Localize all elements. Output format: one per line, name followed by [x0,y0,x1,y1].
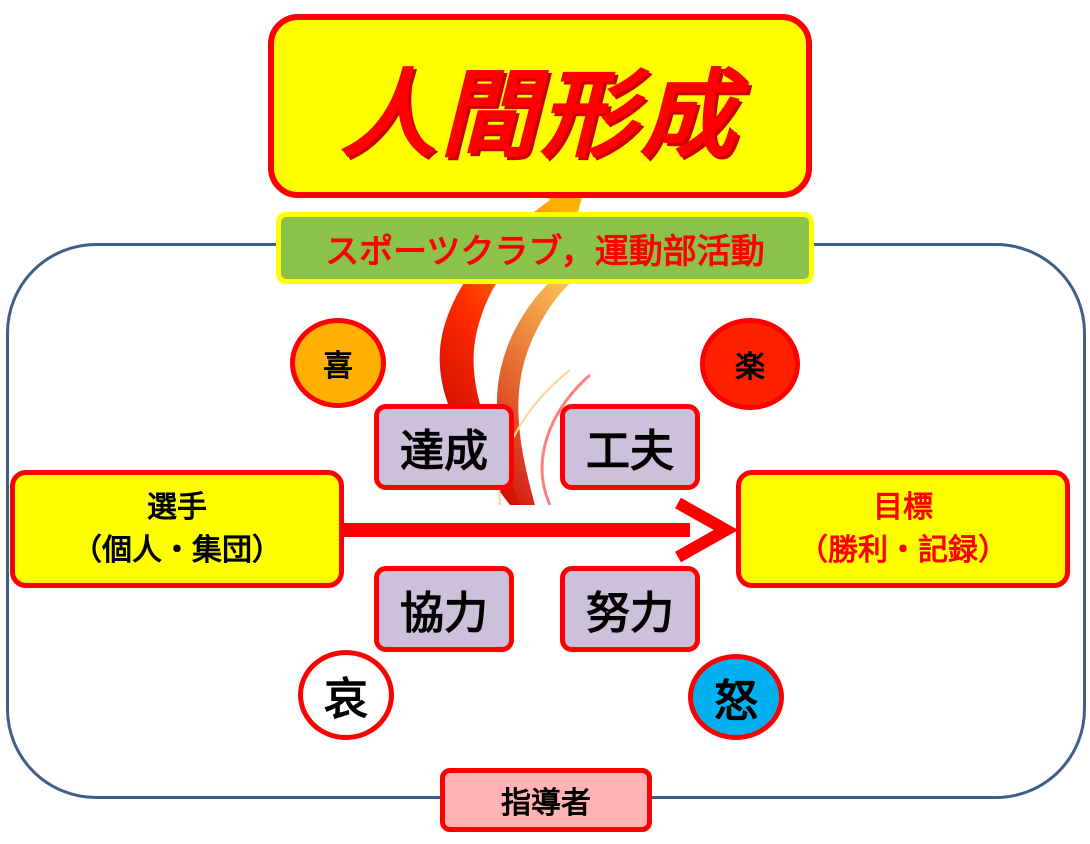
player-label: 選手 [147,489,207,525]
value-achievement-label: 達成 [400,426,488,477]
leader-box: 指導者 [440,768,652,832]
value-achievement: 達成 [374,404,514,490]
value-effort: 努力 [560,566,700,652]
right-arrow-icon [340,497,739,563]
value-effort-label: 努力 [586,588,674,639]
value-ingenuity: 工夫 [560,404,700,490]
emotion-sorrow: 哀 [298,650,394,740]
title-box: 人間形成 [268,14,812,198]
emotion-joy: 喜 [290,318,386,408]
value-cooperation-label: 協力 [400,588,488,639]
emotion-anger-label: 怒 [714,676,758,727]
value-cooperation: 協力 [374,566,514,652]
subtitle-box: スポーツクラブ，運動部活動 [276,212,814,284]
goal-sublabel: （勝利・記録） [798,533,1008,568]
emotion-anger: 怒 [688,654,784,740]
value-ingenuity-label: 工夫 [586,426,674,477]
emotion-fun-label: 楽 [735,350,765,385]
goal-label: 目標 [873,489,933,525]
player-sublabel: （個人・集団） [72,533,282,568]
subtitle-label: スポーツクラブ，運動部活動 [325,231,765,272]
emotion-fun: 楽 [700,318,800,410]
page-title: 人間形成 [340,58,740,171]
emotion-joy-label: 喜 [323,349,353,384]
player-box: 選手 （個人・集団） [10,470,344,588]
goal-box: 目標 （勝利・記録） [736,470,1070,588]
leader-label: 指導者 [501,786,591,821]
emotion-sorrow-label: 哀 [324,674,368,725]
